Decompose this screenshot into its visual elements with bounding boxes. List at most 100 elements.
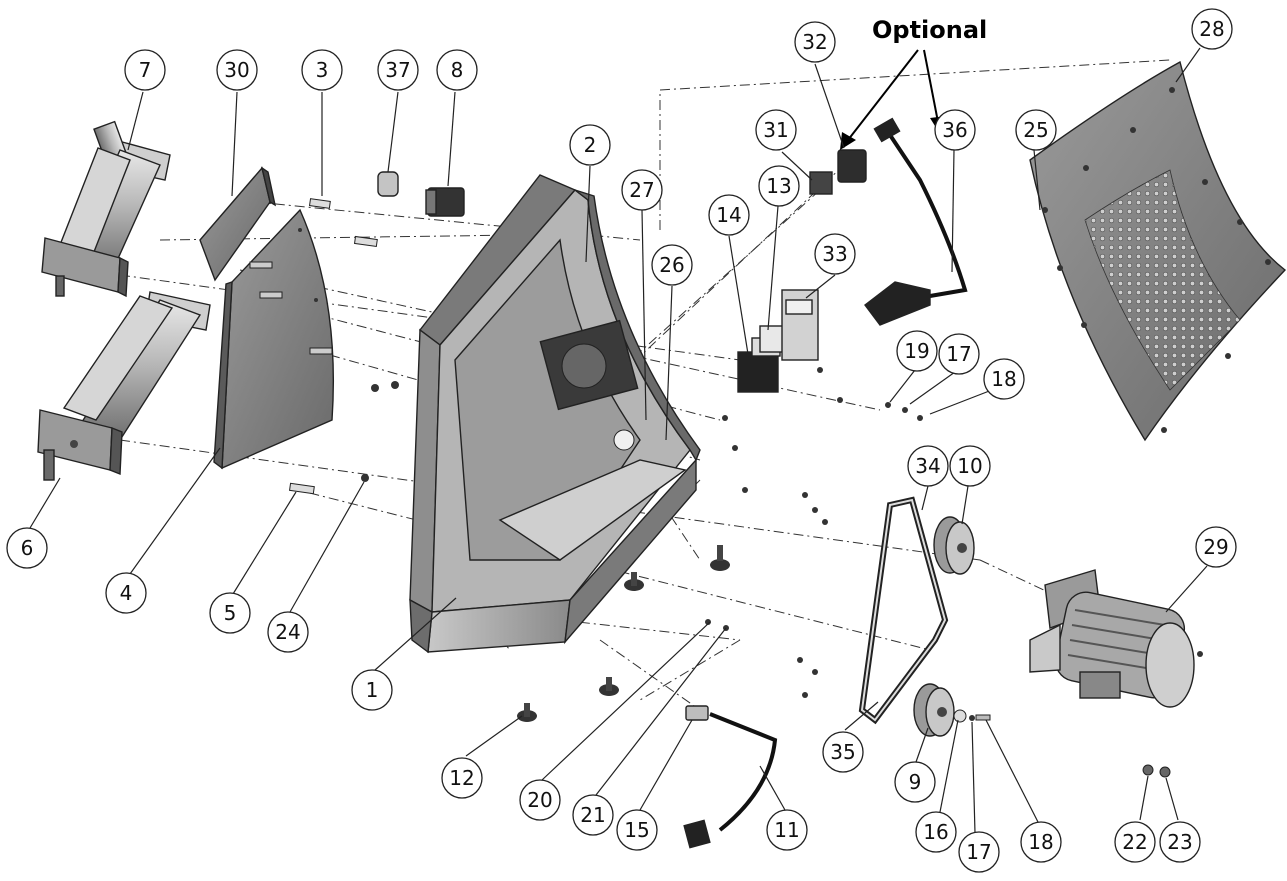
- svg-text:3: 3: [316, 58, 329, 82]
- svg-text:19: 19: [904, 339, 929, 363]
- svg-text:6: 6: [21, 536, 34, 560]
- part-33-terminal-block: [781, 289, 819, 361]
- svg-text:9: 9: [909, 770, 922, 794]
- callout-26: 26: [651, 244, 693, 286]
- svg-text:4: 4: [120, 581, 133, 605]
- svg-text:22: 22: [1122, 830, 1147, 854]
- svg-text:12: 12: [449, 766, 474, 790]
- part-29-motor: [1029, 569, 1203, 708]
- svg-text:7: 7: [139, 58, 152, 82]
- svg-text:27: 27: [629, 178, 654, 202]
- callout-30: 30: [216, 49, 258, 91]
- fasteners: [249, 198, 923, 698]
- svg-text:17: 17: [946, 342, 971, 366]
- callout-5: 5: [209, 592, 251, 634]
- svg-text:11: 11: [774, 818, 799, 842]
- callout-33: 33: [814, 233, 856, 275]
- part-10-upper-pulley: [933, 516, 975, 575]
- part-6-lower-roller-assembly: [37, 291, 211, 481]
- callout-10: 10: [949, 445, 991, 487]
- callout-28: 28: [1191, 8, 1233, 50]
- callout-27: 27: [621, 169, 663, 211]
- callout-17: 17: [938, 333, 980, 375]
- callout-24: 24: [267, 611, 309, 653]
- callout-6: 6: [6, 527, 48, 569]
- callout-18b: 18: [1020, 821, 1062, 863]
- svg-text:17: 17: [966, 840, 991, 864]
- svg-text:29: 29: [1203, 535, 1228, 559]
- callout-19: 19: [896, 330, 938, 372]
- callout-7: 7: [124, 49, 166, 91]
- svg-text:5: 5: [224, 601, 237, 625]
- svg-text:1: 1: [366, 678, 379, 702]
- part-28-perforated-cover: [1029, 60, 1287, 442]
- part-32-socket: [837, 149, 867, 183]
- svg-text:2: 2: [584, 133, 597, 157]
- svg-text:18: 18: [991, 367, 1016, 391]
- part-4-curved-side-panel: [213, 208, 334, 470]
- part-7-upper-roller-assembly: [41, 120, 171, 298]
- part-15-cable-gland: [685, 705, 709, 721]
- part-9-lower-pulley: [913, 683, 991, 737]
- svg-text:26: 26: [659, 253, 684, 277]
- callout-29: 29: [1195, 526, 1237, 568]
- part-30-small-plate: [199, 166, 277, 282]
- optional-label: Optional: [872, 16, 988, 44]
- callout-34: 34: [907, 445, 949, 487]
- svg-text:8: 8: [451, 58, 464, 82]
- callout-25: 25: [1015, 109, 1057, 151]
- callout-12: 12: [441, 757, 483, 799]
- leader-lines: [29, 47, 1208, 834]
- callout-1: 1: [351, 669, 393, 711]
- callout-35: 35: [822, 731, 864, 773]
- callout-17b: 17: [958, 831, 1000, 873]
- callout-31: 31: [755, 109, 797, 151]
- svg-text:36: 36: [942, 118, 967, 142]
- callout-18: 18: [983, 358, 1025, 400]
- callout-20: 20: [519, 779, 561, 821]
- svg-text:16: 16: [923, 820, 948, 844]
- part-31-connector: [809, 171, 833, 195]
- part-11-power-cable: [683, 712, 778, 849]
- svg-text:24: 24: [275, 620, 300, 644]
- svg-text:10: 10: [957, 454, 982, 478]
- svg-text:13: 13: [766, 174, 791, 198]
- svg-text:31: 31: [763, 118, 788, 142]
- callout-21: 21: [572, 794, 614, 836]
- part-8-switch: [425, 187, 465, 217]
- callout-36: 36: [934, 109, 976, 151]
- svg-text:25: 25: [1023, 118, 1048, 142]
- callout-2: 2: [569, 124, 611, 166]
- svg-text:23: 23: [1167, 830, 1192, 854]
- callout-11: 11: [766, 809, 808, 851]
- callout-4: 4: [105, 572, 147, 614]
- svg-text:21: 21: [580, 803, 605, 827]
- part-1-main-housing: [409, 174, 701, 654]
- callout-13: 13: [758, 165, 800, 207]
- part-37-knob: [377, 171, 399, 197]
- svg-text:30: 30: [224, 58, 249, 82]
- callout-16: 16: [915, 811, 957, 853]
- callout-37: 37: [377, 49, 419, 91]
- svg-text:35: 35: [830, 740, 855, 764]
- svg-text:32: 32: [802, 30, 827, 54]
- svg-text:18: 18: [1028, 830, 1053, 854]
- feet: [517, 545, 730, 722]
- callout-15: 15: [616, 809, 658, 851]
- svg-text:20: 20: [527, 788, 552, 812]
- svg-text:37: 37: [385, 58, 410, 82]
- svg-text:34: 34: [915, 454, 940, 478]
- callout-14: 14: [708, 194, 750, 236]
- svg-text:14: 14: [716, 203, 741, 227]
- part-34-35-belts: [858, 496, 949, 725]
- svg-text:33: 33: [822, 242, 847, 266]
- callout-23: 23: [1159, 821, 1201, 863]
- svg-text:28: 28: [1199, 17, 1224, 41]
- callout-8: 8: [436, 49, 478, 91]
- callout-22: 22: [1114, 821, 1156, 863]
- callout-9: 9: [894, 761, 936, 803]
- svg-text:15: 15: [624, 818, 649, 842]
- part-36-foot-pedal: [864, 117, 968, 326]
- callout-32: 32: [794, 21, 836, 63]
